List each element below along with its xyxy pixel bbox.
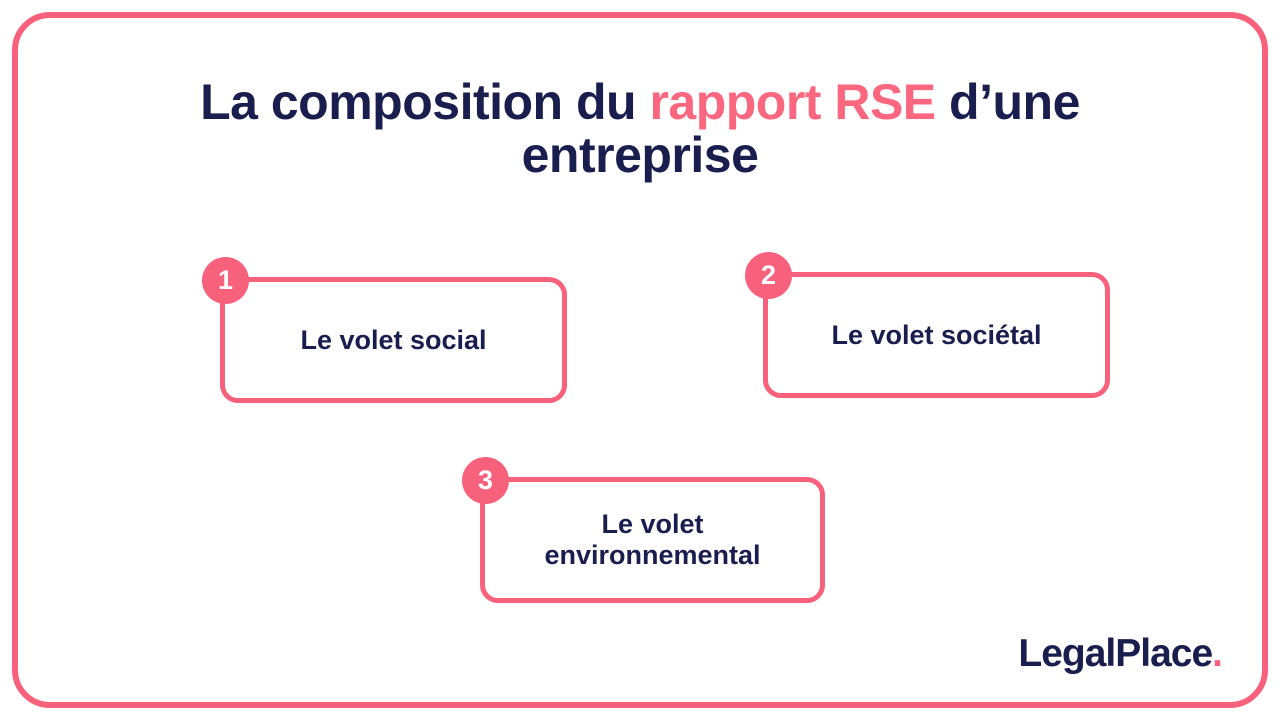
item-box-volet-social: 1 Le volet social: [202, 257, 567, 403]
item-label: Le volet environnemental: [544, 509, 761, 570]
title-prefix: La composition du: [200, 74, 650, 130]
page-title: La composition du rapport RSE d’une entr…: [0, 76, 1280, 182]
item-label: Le volet sociétal: [831, 319, 1042, 350]
title-suffix: d’une entreprise: [521, 74, 1081, 183]
item-number-badge: 3: [462, 457, 509, 504]
item-number-badge: 1: [202, 257, 249, 304]
legalplace-logo: LegalPlace.: [1018, 632, 1223, 675]
logo-dot: .: [1212, 632, 1223, 675]
logo-text: LegalPlace: [1018, 632, 1213, 675]
item-box-volet-societal: 2 Le volet sociétal: [745, 252, 1110, 398]
item-number-badge: 2: [745, 252, 792, 299]
item-label: Le volet social: [300, 324, 487, 355]
title-highlight: rapport RSE: [649, 74, 936, 130]
item-box-volet-environnemental: 3 Le volet environnemental: [462, 457, 825, 603]
page-title-text: La composition du rapport RSE d’une entr…: [160, 76, 1120, 182]
